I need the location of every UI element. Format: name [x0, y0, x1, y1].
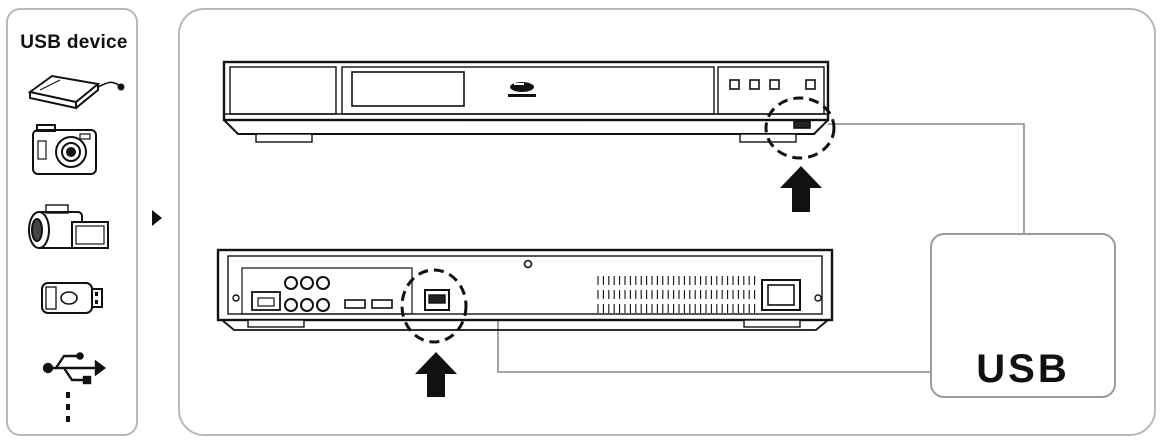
rear-up-arrow-icon: [415, 352, 457, 397]
more-devices-icon: [66, 392, 70, 422]
rear-usb-highlight: [400, 268, 468, 344]
digital-camera-icon: [32, 124, 97, 175]
external-drive-icon: [27, 74, 125, 110]
camcorder-icon: [28, 204, 109, 249]
usb-device-title: USB device: [20, 32, 128, 53]
front-up-arrow-icon: [780, 166, 822, 212]
front-usb-highlight: [764, 96, 836, 160]
rear-vents: [597, 276, 756, 313]
disc-logo-icon: [508, 82, 536, 97]
pointer-arrow-icon: [152, 210, 162, 226]
usb-symbol-icon: [42, 352, 106, 385]
player-rear: [216, 248, 834, 331]
player-front: [222, 60, 830, 143]
usb-callout-label: USB: [976, 347, 1070, 391]
usb-callout-box: USB: [930, 233, 1116, 398]
usb-flash-drive-icon: [41, 282, 103, 314]
